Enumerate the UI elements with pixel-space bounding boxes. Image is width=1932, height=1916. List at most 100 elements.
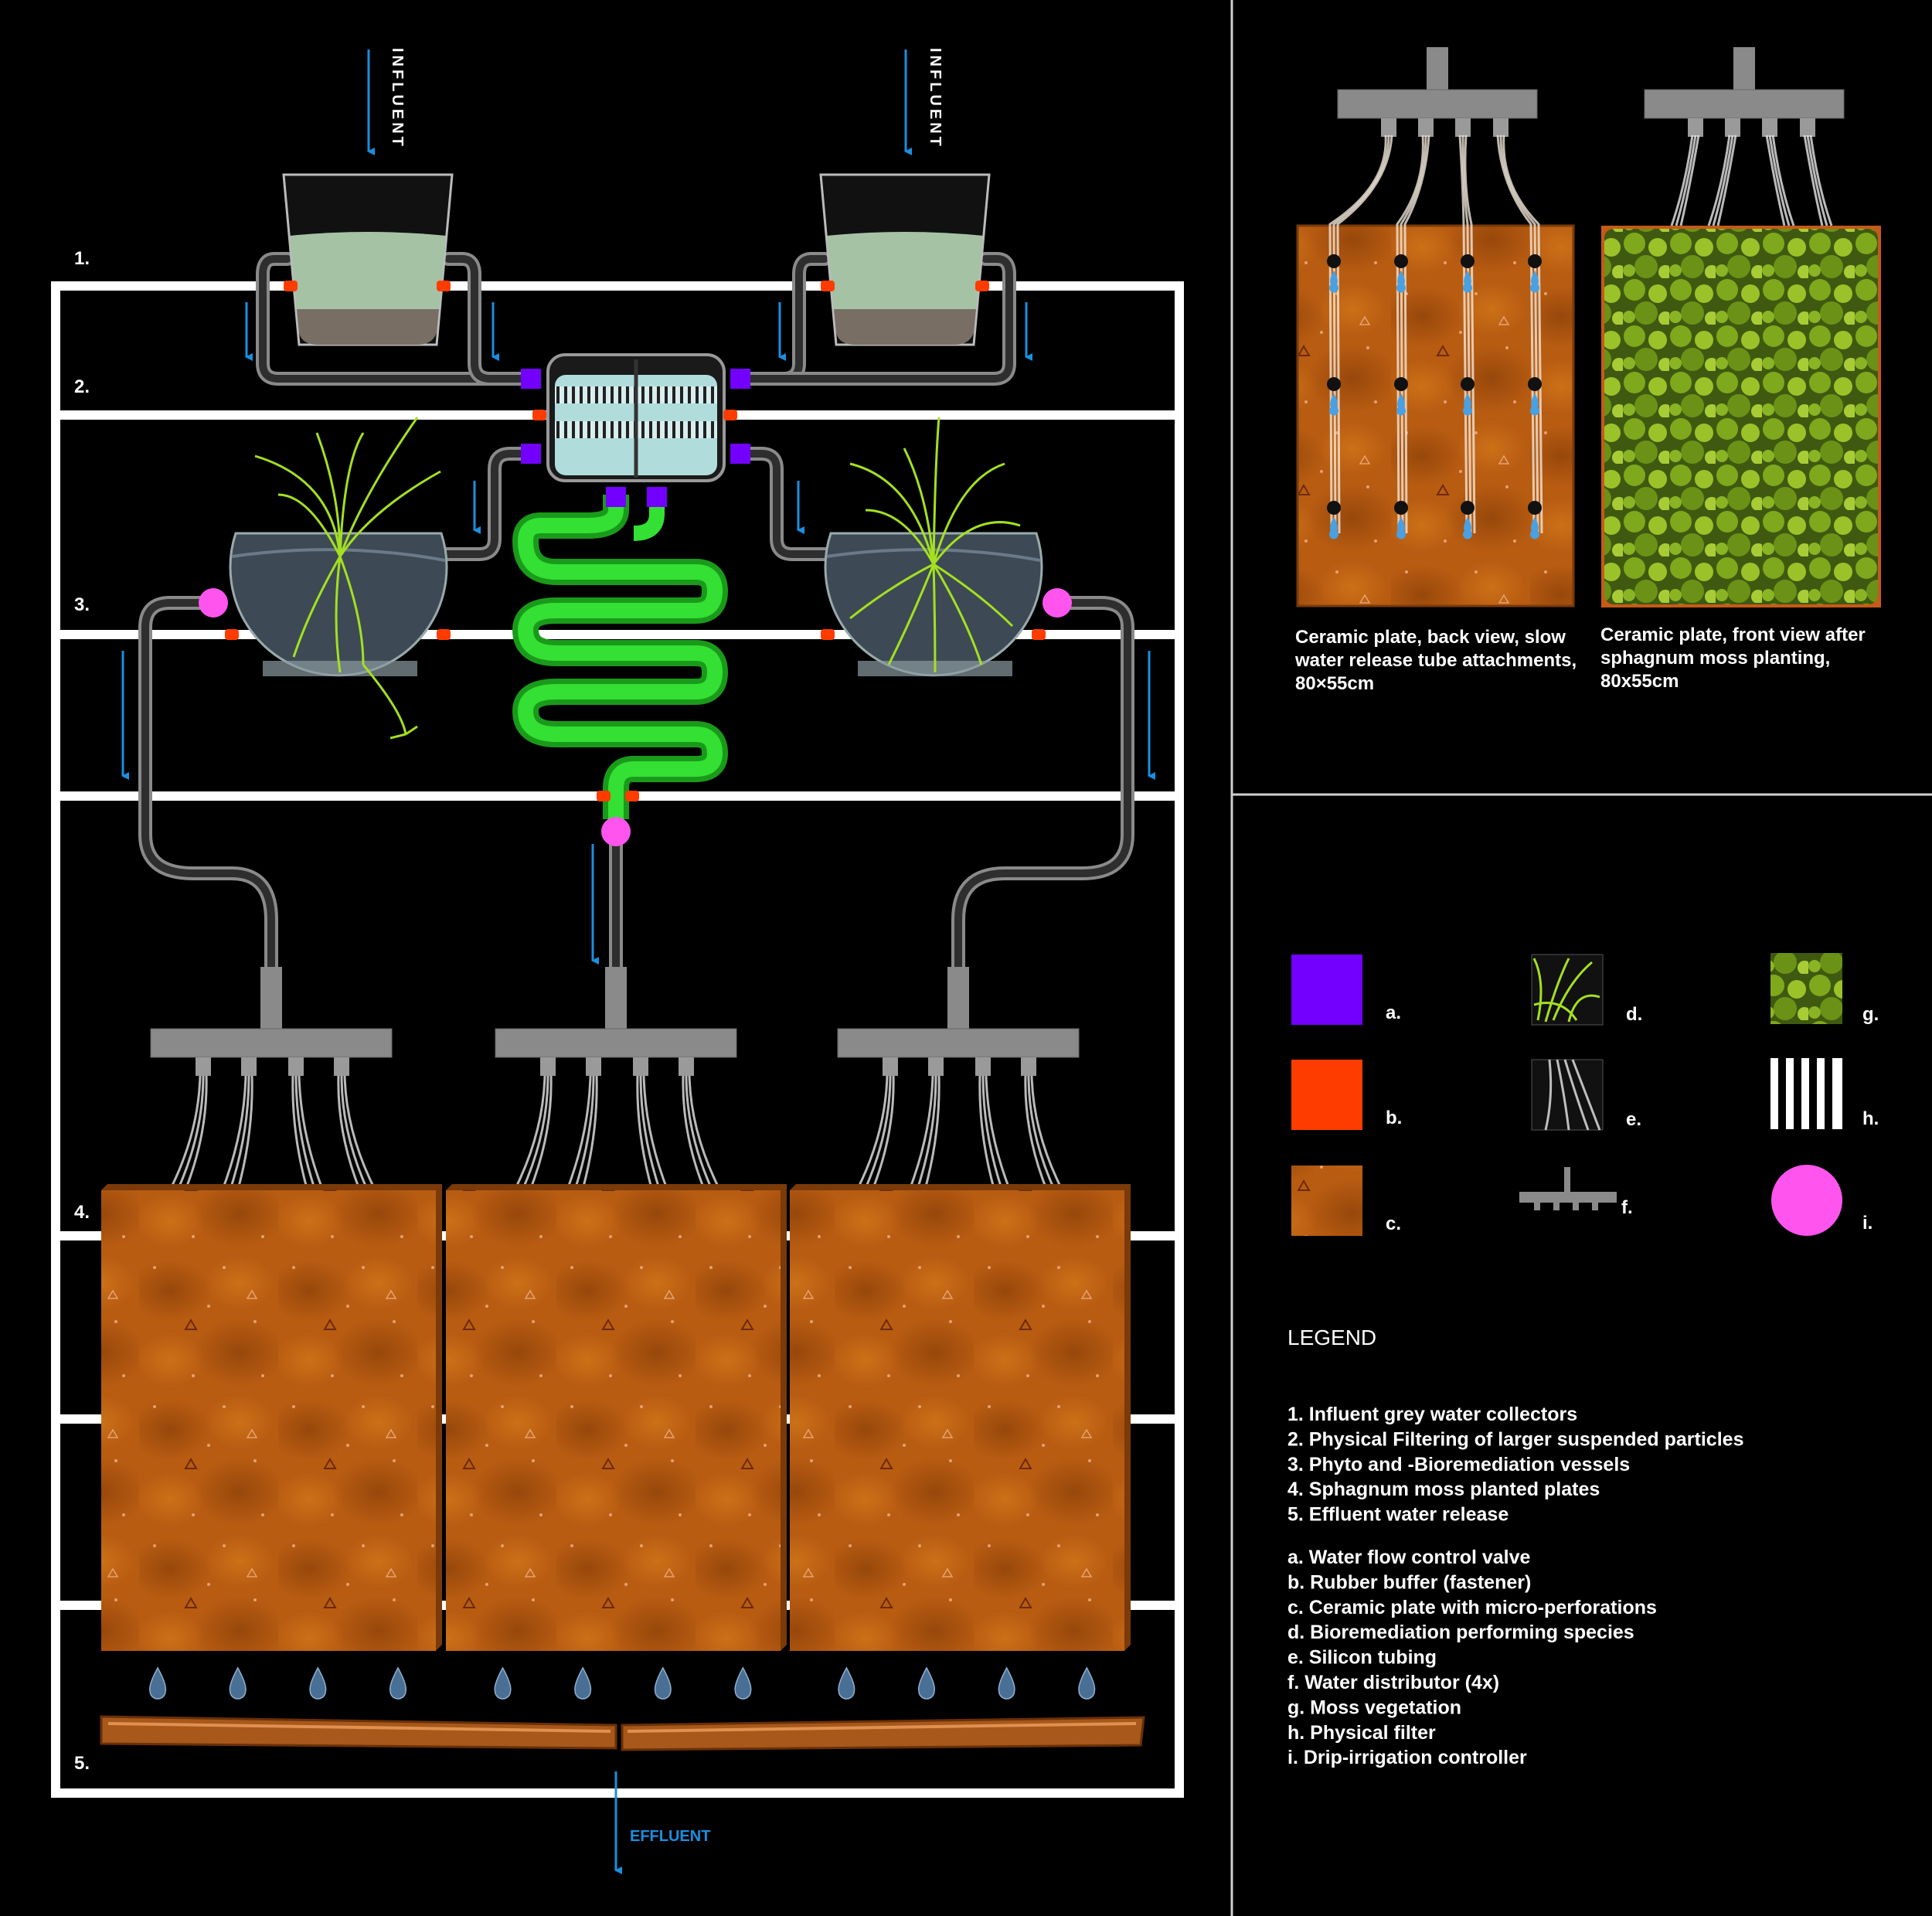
- plant-swatch: [1531, 954, 1604, 1026]
- distributor-swatch: [1519, 1167, 1617, 1210]
- physical-filter-box: [546, 353, 726, 482]
- bioremediation-vessel-right: [824, 417, 1043, 677]
- silicon-tube: [291, 1075, 309, 1191]
- distributor-nozzle: [1762, 118, 1777, 137]
- distributor-bar: [1337, 89, 1538, 119]
- controller-swatch: [1771, 1165, 1842, 1236]
- attachment-hole-icon: [1528, 501, 1542, 515]
- water-drop-icon: [1329, 393, 1339, 416]
- water-drops: [149, 1666, 1096, 1700]
- attachment-hole-icon: [1327, 501, 1341, 515]
- back-view-caption-line1: Ceramic plate, back view, slow: [1295, 627, 1566, 648]
- water-drop-icon: [1396, 271, 1406, 293]
- attachment-hole-icon: [1528, 254, 1542, 268]
- distributor-stem: [947, 967, 969, 1029]
- legend-key-i: i.: [1862, 1213, 1872, 1234]
- ceramic-swatch: [1291, 1166, 1362, 1236]
- distributor-nozzle: [288, 1057, 304, 1076]
- silicon-tube: [981, 1075, 1004, 1191]
- attachment-hole-icon: [1327, 254, 1341, 268]
- silicon-tube: [685, 1075, 714, 1191]
- silicon-tube: [855, 1075, 889, 1191]
- grey-water-collector-left: [282, 173, 454, 346]
- drip-controller-icon: [1043, 588, 1072, 618]
- detail-distributors: [1337, 47, 1845, 137]
- silicon-tube: [573, 1075, 595, 1191]
- valve-icon: [730, 369, 750, 389]
- silicon-tube: [581, 1075, 598, 1191]
- tubing-swatch: [1531, 1059, 1604, 1131]
- water-drop-icon: [838, 1666, 855, 1700]
- level-label-2: 2.: [74, 376, 90, 397]
- water-drop-icon: [1329, 271, 1339, 293]
- buffer-swatch: [1291, 1060, 1362, 1130]
- level-label-1: 1.: [74, 248, 90, 269]
- legend-component-item: h. Physical filter: [1287, 1722, 1436, 1744]
- silicon-tube: [916, 1075, 937, 1191]
- distributor-nozzle: [1381, 118, 1396, 137]
- water-drop-icon: [734, 1666, 752, 1700]
- silicon-tube: [688, 1075, 721, 1191]
- distributor-stem: [1733, 47, 1755, 90]
- ceramic-plate: [446, 1190, 781, 1651]
- valve-icon: [521, 444, 541, 464]
- valve-swatch: [1291, 955, 1362, 1025]
- water-drop-icon: [389, 1666, 407, 1700]
- legend-stage-item: 1. Influent grey water collectors: [1287, 1404, 1577, 1425]
- silicon-tube: [908, 1075, 934, 1191]
- silicon-tube: [184, 1075, 208, 1191]
- silicon-tube: [1803, 134, 1824, 226]
- silicon-tube: [923, 1075, 940, 1191]
- distributor-nozzle: [975, 1057, 991, 1076]
- distributor-nozzle: [241, 1057, 257, 1076]
- grey-water-collector-right: [819, 173, 991, 346]
- influent-label-right: INFLUENT: [927, 48, 944, 149]
- silicon-tube: [221, 1075, 247, 1191]
- legend-component-item: e. Silicon tubing: [1287, 1647, 1437, 1669]
- legend-key-d: d.: [1626, 1004, 1642, 1025]
- rubber-buffer-icon: [625, 791, 639, 801]
- water-drop-icon: [1396, 517, 1406, 539]
- distributor-stem: [1427, 47, 1448, 90]
- distributor-bar: [495, 1028, 737, 1058]
- water-drop-icon: [1329, 517, 1339, 539]
- silicon-tube: [1464, 134, 1476, 534]
- distributor-nozzle: [540, 1057, 556, 1076]
- water-drop-icon: [1530, 271, 1539, 293]
- water-drop-icon: [1463, 517, 1472, 539]
- distributor-stem: [260, 967, 282, 1029]
- distributor-nozzle: [679, 1057, 694, 1076]
- water-drop-icon: [494, 1666, 512, 1700]
- water-drop-icon: [1530, 517, 1540, 539]
- attachment-hole-icon: [1394, 254, 1408, 268]
- water-drop-icon: [654, 1666, 672, 1700]
- legend-stage-item: 4. Sphagnum moss planted plates: [1287, 1479, 1600, 1500]
- attachment-hole-icon: [1461, 254, 1475, 268]
- rubber-buffer-icon: [597, 791, 611, 801]
- silicon-tubing: [138, 252, 1134, 981]
- legend-component-item: c. Ceramic plate with micro-perforations: [1287, 1597, 1657, 1618]
- silicon-tube: [1499, 134, 1539, 534]
- water-drop-icon: [1530, 393, 1540, 416]
- legend-component-item: f. Water distributor (4x): [1287, 1672, 1499, 1693]
- legend-key-e: e.: [1626, 1109, 1641, 1130]
- silicon-tube: [1030, 1075, 1063, 1191]
- legend-key-c: c.: [1386, 1213, 1401, 1234]
- silicon-tube: [1670, 134, 1694, 226]
- back-view-caption-line3: 80×55cm: [1295, 673, 1374, 694]
- silicon-tube: [1806, 134, 1828, 226]
- bioremediation-vessel-left: [229, 417, 448, 740]
- distributor-nozzle: [928, 1057, 944, 1076]
- water-drop-icon: [1396, 393, 1406, 416]
- legend-key-a: a.: [1386, 1002, 1401, 1023]
- legend-component-item: i. Drip-irrigation controller: [1287, 1747, 1527, 1768]
- silicon-tube: [1336, 134, 1393, 534]
- silicon-tube: [1716, 134, 1737, 226]
- distributor-nozzle: [1800, 118, 1815, 137]
- front-view-caption-line2: sphagnum moss planting,: [1600, 648, 1830, 669]
- influent-label-left: INFLUENT: [389, 48, 406, 149]
- silicon-tube: [1768, 134, 1791, 226]
- effluent-gutter-pipe: [100, 1715, 1145, 1751]
- distributor-bar: [837, 1028, 1080, 1058]
